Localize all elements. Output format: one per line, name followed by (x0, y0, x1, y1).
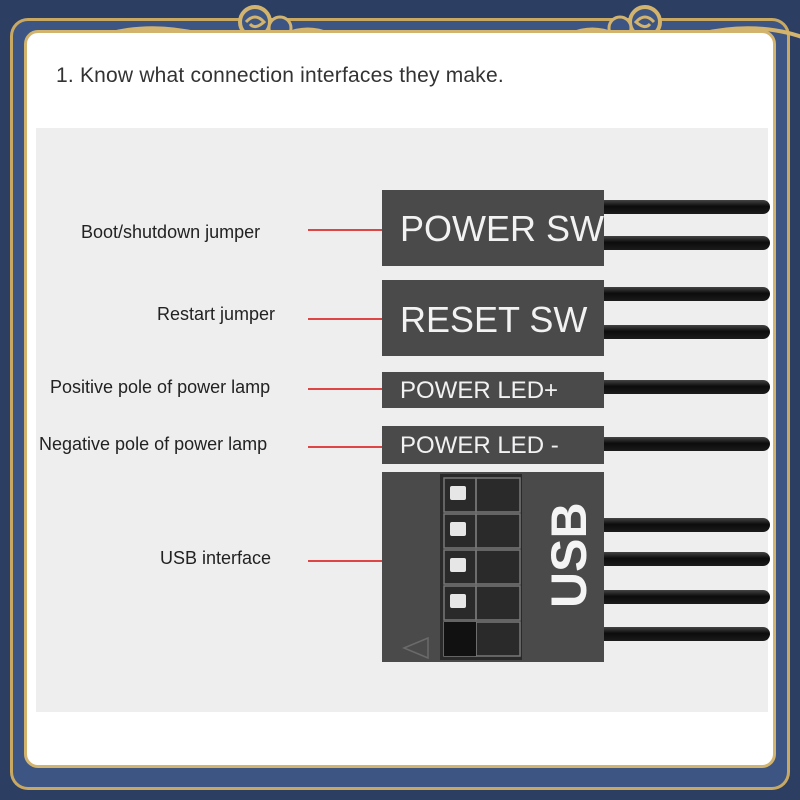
wire (595, 287, 770, 301)
leader-line-reset-sw (308, 318, 382, 320)
label-power-led-plus: Positive pole of power lamp (50, 377, 271, 397)
connector-text-usb: USB (541, 502, 597, 608)
page-heading: 1. Know what connection interfaces they … (56, 64, 504, 87)
wire (595, 200, 770, 214)
connector-text-power-led-minus: POWER LED - (400, 432, 559, 459)
connector-text-power-sw: POWER SW (400, 208, 604, 249)
wire (595, 236, 770, 250)
wire (595, 590, 770, 604)
label-power-sw: Boot/shutdown jumper (81, 222, 261, 242)
wire (595, 552, 770, 566)
wire (595, 380, 770, 394)
wire (595, 518, 770, 532)
label-usb: USB interface (160, 548, 272, 568)
wire (595, 325, 770, 339)
connector-power-led-plus: POWER LED+ (382, 372, 604, 408)
label-power-led-minus: Negative pole of power lamp (39, 434, 268, 454)
connector-text-reset-sw: RESET SW (400, 299, 588, 340)
wire (595, 627, 770, 641)
usb-pin-header-icon (402, 474, 522, 660)
label-reset-sw: Restart jumper (157, 304, 276, 324)
connector-reset-sw: RESET SW (382, 280, 604, 356)
leader-line-power-led-plus (308, 388, 382, 390)
connector-power-led-minus: POWER LED - (382, 426, 604, 464)
leader-line-power-led-minus (308, 446, 382, 448)
leader-line-usb (308, 560, 382, 562)
connector-power-sw: POWER SW (382, 190, 604, 266)
wire (595, 437, 770, 451)
leader-line-power-sw (308, 229, 382, 231)
connector-text-power-led-plus: POWER LED+ (400, 377, 559, 404)
